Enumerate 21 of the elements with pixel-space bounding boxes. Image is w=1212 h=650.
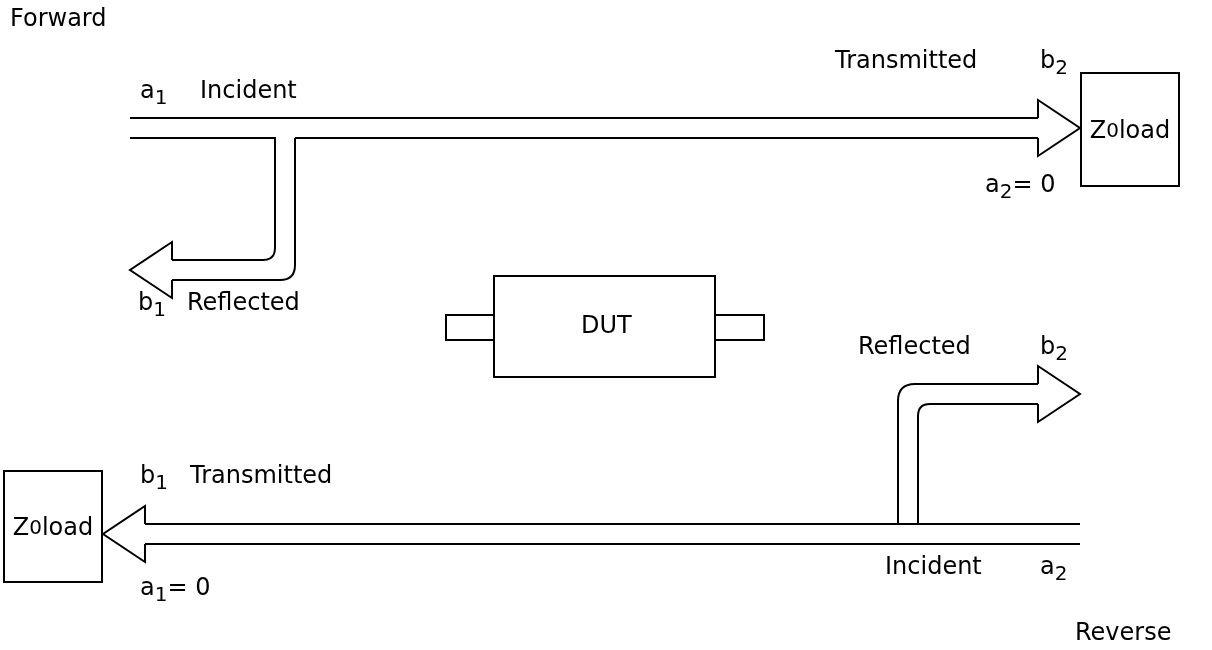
wave-label: a$_{1}$ [140, 76, 168, 111]
signal-label: Reflected [858, 332, 971, 360]
signal-arrow [897, 365, 1081, 525]
device-label: DUT [581, 311, 632, 339]
wave-label: b$_{2}$ [1040, 332, 1080, 402]
signal-arrow [102, 505, 1081, 563]
signal-label: Incident [200, 76, 297, 104]
signal-label: Transmitted [835, 46, 978, 74]
wave-label: a$_{1}$= 0 [140, 573, 211, 608]
wave-label: a$_{2}$= 0 [985, 170, 1056, 205]
signal-arrow [129, 137, 296, 299]
wave-label: b$_{1}$ [140, 461, 168, 496]
signal-arrow [129, 99, 1081, 157]
wave-label: a$_{2}$ [1040, 552, 1068, 587]
heading: Reverse [1075, 618, 1172, 646]
wave-label: b$_{1}$ [130, 262, 170, 316]
signal-label: Transmitted [190, 461, 333, 489]
wave-label: b$_{2}$ [1040, 46, 1068, 81]
heading: Forward [10, 4, 107, 32]
signal-label: Incident [885, 552, 982, 580]
signal-label: Reflected [187, 288, 300, 316]
